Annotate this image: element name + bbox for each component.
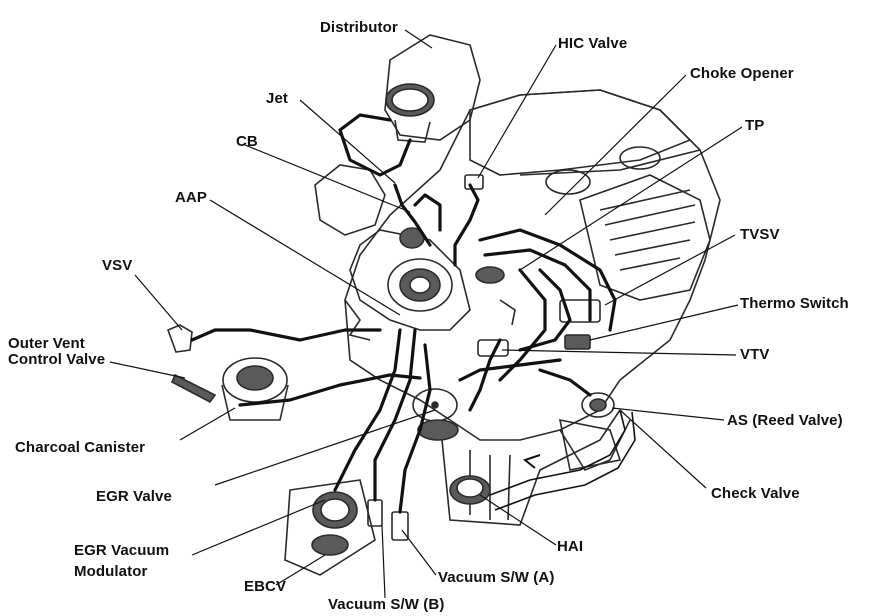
label-vsv: VSV [102,257,133,274]
label-egr-vacuum-line1: EGR Vacuum [74,542,170,559]
hose-vsv [190,328,382,342]
valve-cover [469,89,692,176]
engine-block [344,89,721,526]
leader-vsv [134,274,183,331]
label-tp: TP [745,117,765,134]
leader-hai [479,494,557,546]
leader-vacuum-b [381,524,386,599]
hose-cb [413,193,442,232]
vacuum-hoses [190,113,617,514]
hose-jet [393,183,432,247]
intake-runner-lines [599,189,696,271]
label-outer-vent-line2: Control Valve [8,351,106,368]
leader-check [619,409,707,489]
leader-tvsv [604,234,736,306]
label-outer-vent-control-valve: Outer Vent Control Valve [8,336,105,368]
label-vacuum-sw-b: Vacuum S/W (B) [328,596,445,613]
label-jet: Jet [266,90,288,107]
distributor-part [384,34,481,143]
leader-thermo [589,304,739,341]
air-pipe [489,409,636,511]
leader-vacuum-a [401,529,437,576]
hose-as [538,368,592,397]
label-distributor: Distributor [320,19,398,36]
carburetor-part [314,164,471,341]
valve-cluster [464,174,601,357]
hose-distributor [338,113,412,177]
label-tvsv: TVSV [740,226,780,243]
label-vtv: VTV [740,346,770,363]
leader-egr-valve [214,409,436,486]
leader-tp [519,126,743,271]
label-egr-vacuum-modulator: EGR Vacuum Modulator [74,543,169,580]
leader-canister [179,407,236,441]
label-as-reed-valve: AS (Reed Valve) [727,412,843,429]
leader-distributor [404,29,433,49]
hose-hic [453,183,480,267]
hose-choke-2 [483,248,592,322]
leader-as [611,407,725,421]
hose-tvsv-1 [518,268,572,352]
leader-jet [299,99,396,184]
leader-outer-vent [109,361,186,379]
hose-egr-2 [373,328,417,502]
label-choke-opener: Choke Opener [690,65,794,82]
leader-ebcv [275,554,326,586]
leader-choke [544,74,687,216]
label-aap: AAP [175,189,207,206]
leader-aap [209,199,401,316]
label-cb: CB [236,133,258,150]
label-check-valve: Check Valve [711,485,800,502]
label-outer-vent-line1: Outer Vent [8,335,85,352]
hose-vtv-lower [458,358,562,382]
leader-egr-vacuum [191,499,326,556]
intake-manifold [579,174,711,301]
hose-choke-1 [478,228,617,332]
hose-canister [238,373,422,407]
engine-body-outline [344,89,721,441]
hose-egr-3 [398,343,432,514]
label-thermo-switch: Thermo Switch [740,295,849,312]
hose-egr-1 [333,328,402,492]
label-egr-vacuum-line2: Modulator [74,563,148,580]
label-ebcv: EBCV [244,578,287,595]
label-egr-valve: EGR Valve [96,488,172,505]
flow-arrow [522,454,541,469]
leader-hic [477,44,557,179]
label-vacuum-sw-a: Vacuum S/W (A) [438,569,555,586]
label-hic-valve: HIC Valve [558,35,628,52]
leader-cb [244,144,411,213]
filler-cap-1 [545,169,591,195]
leader-vtv [501,349,737,356]
filler-cap-2 [619,146,661,170]
label-charcoal-canister: Charcoal Canister [15,439,146,456]
label-hai: HAI [557,538,584,555]
leader-lines [109,29,743,599]
hose-vtv [468,338,502,412]
